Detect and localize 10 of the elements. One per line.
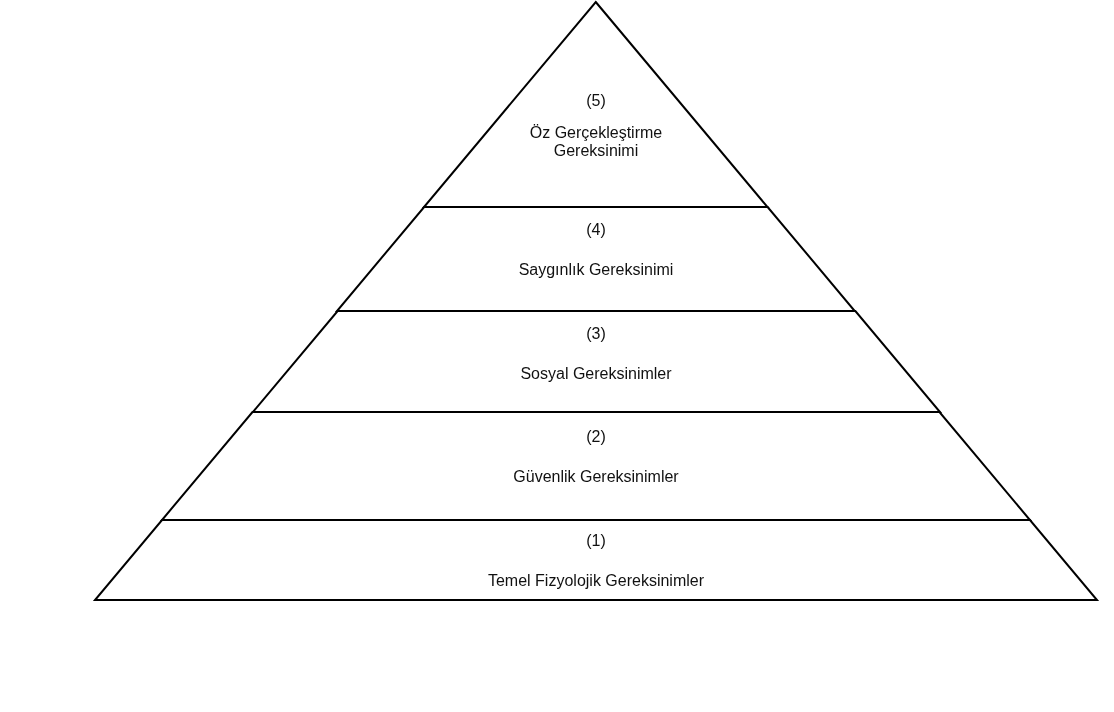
tier-label: Sosyal Gereksinimler <box>520 365 672 383</box>
tier-label: Temel Fizyolojik Gereksinimler <box>487 572 704 590</box>
tier-label: Güvenlik Gereksinimler <box>513 468 679 486</box>
tier-number: (4) <box>586 221 606 239</box>
tier-number: (2) <box>586 428 606 446</box>
tier-number: (5) <box>586 92 606 110</box>
tier-label: Öz Gerçekleştirme Gereksinimi <box>528 124 664 160</box>
tier-number: (1) <box>586 532 606 550</box>
tier-number: (3) <box>586 325 606 343</box>
tier-label: Saygınlık Gereksinimi <box>518 261 674 279</box>
